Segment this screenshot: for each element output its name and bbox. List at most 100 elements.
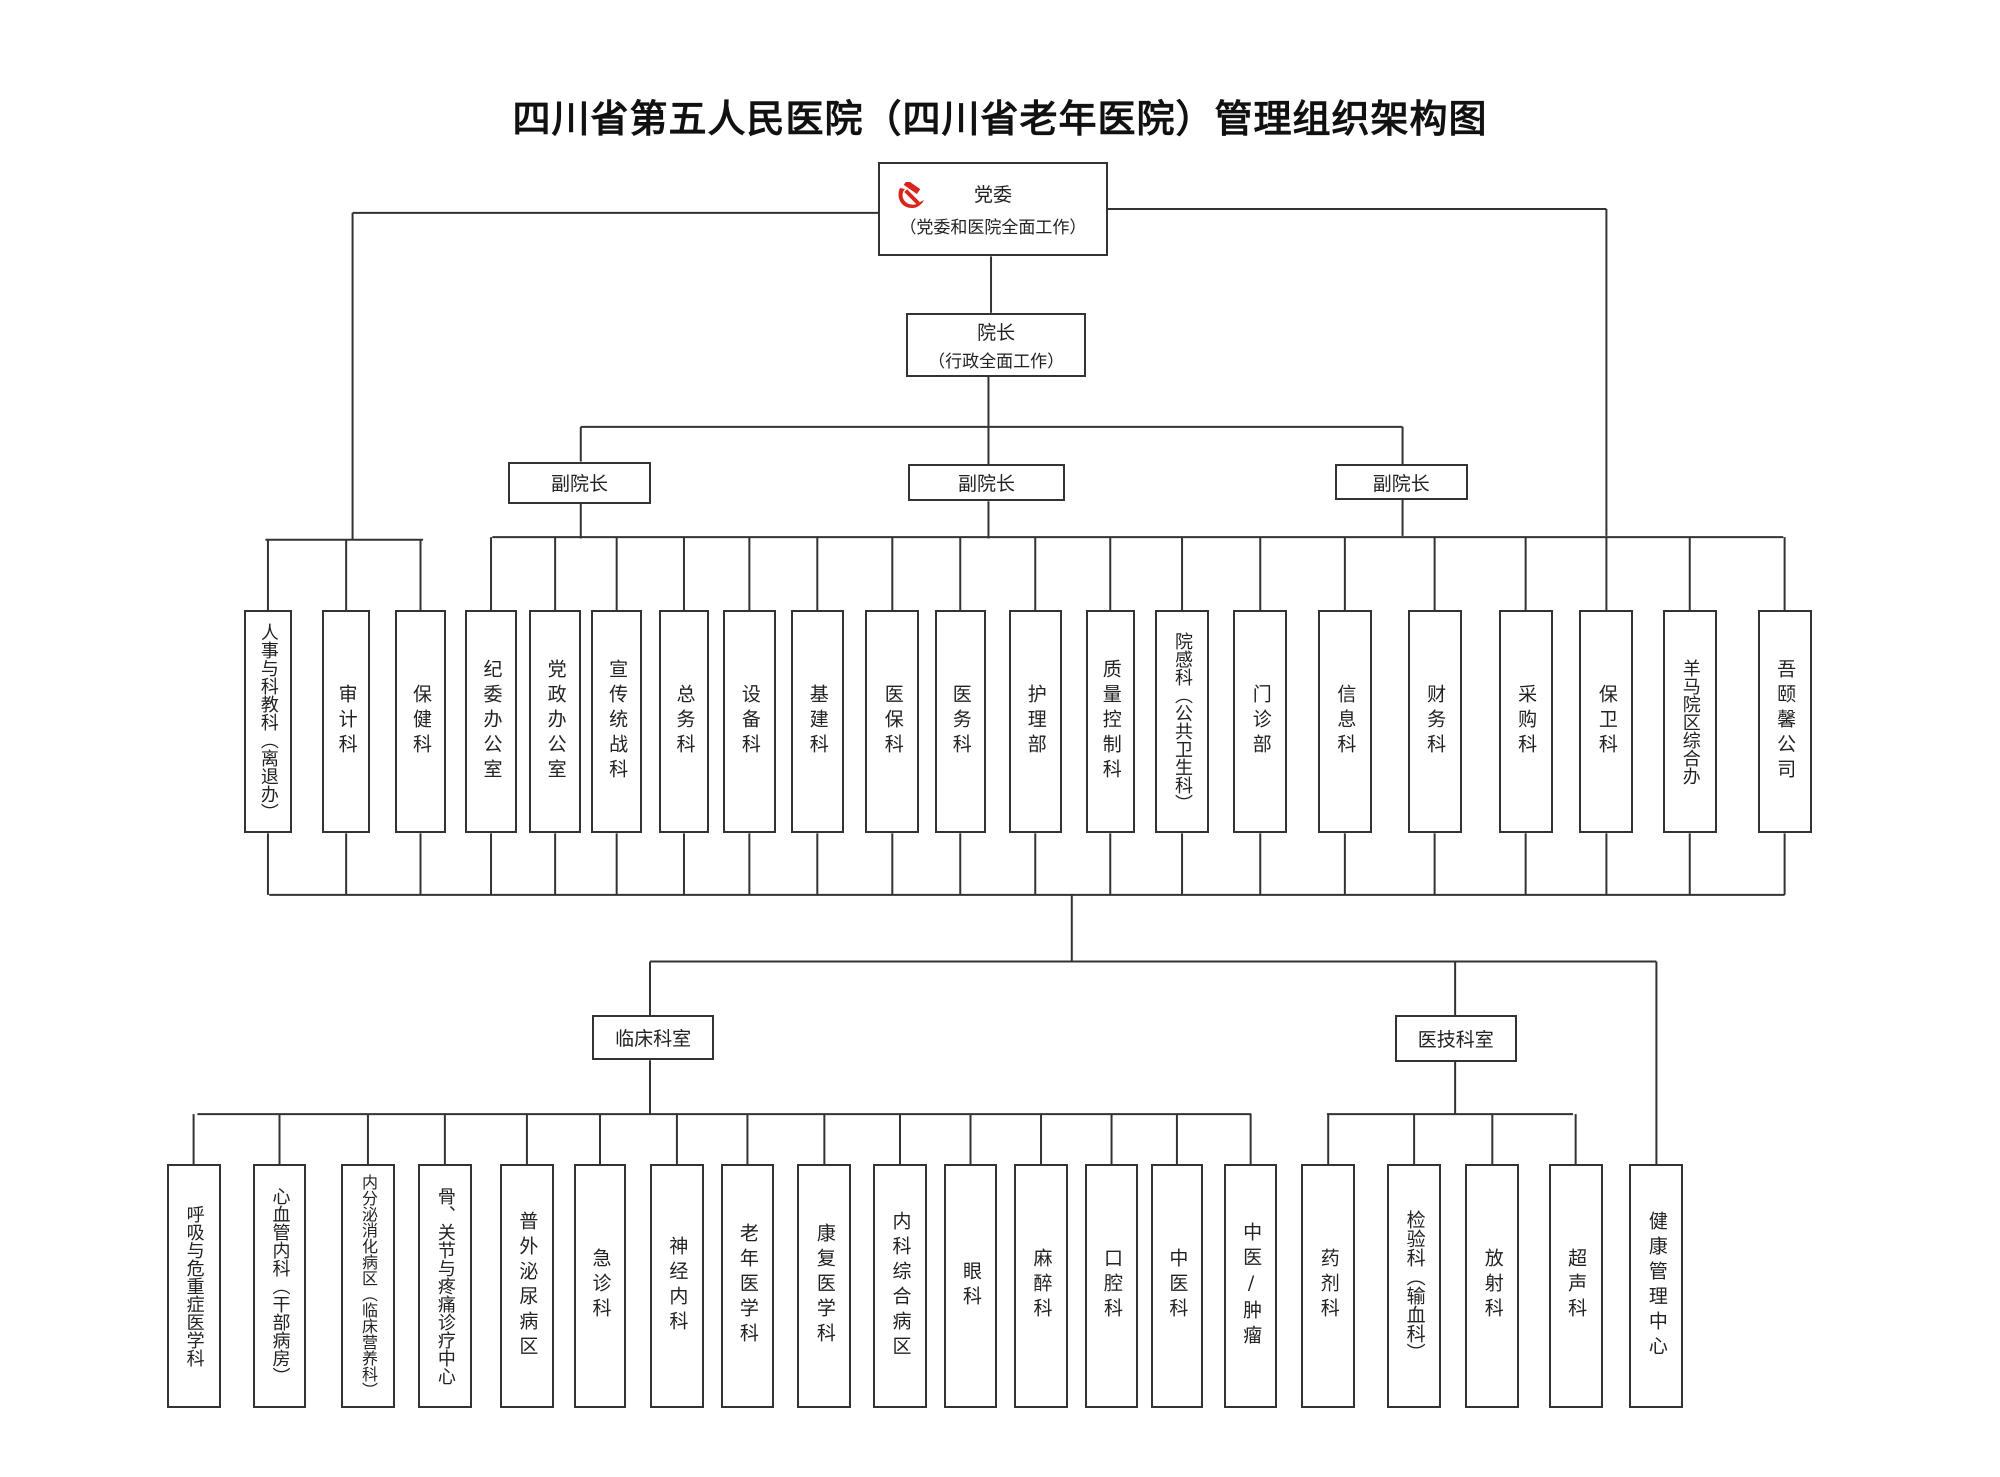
vice-president-node[interactable]: 副院长: [907, 464, 1066, 502]
clinical-department[interactable]: 中医/肿瘤: [1224, 1164, 1277, 1408]
clinical-department-label: 内分泌消化病区（临床营养科）: [358, 1173, 378, 1398]
functional-department-label: 设备科: [738, 684, 761, 760]
clinical-department-label: 神经内科: [666, 1235, 689, 1336]
health-management-center-label: 健康管理中心: [1645, 1210, 1668, 1361]
functional-department-label: 人事与科教科（离退办）: [257, 622, 279, 821]
clinical-department[interactable]: 骨、关节与疼痛诊疗中心: [417, 1164, 472, 1408]
clinical-department[interactable]: 心血管内科（干部病房）: [252, 1164, 307, 1408]
clinical-department[interactable]: 神经内科: [650, 1164, 704, 1408]
functional-department-label: 保健科: [410, 684, 432, 760]
clinical-department[interactable]: 中医科: [1151, 1164, 1203, 1408]
functional-department[interactable]: 院感科（公共卫生科）: [1155, 610, 1209, 834]
health-management-center[interactable]: 健康管理中心: [1629, 1164, 1684, 1408]
functional-department-label: 总务科: [673, 684, 696, 760]
functional-department[interactable]: 党政办公室: [529, 610, 581, 834]
functional-department-label: 门诊部: [1249, 684, 1272, 760]
functional-department[interactable]: 保健科: [394, 610, 447, 834]
president-node[interactable]: 院长 （行政全面工作）: [906, 312, 1086, 377]
clinical-department-label: 眼科: [960, 1260, 982, 1311]
medtech-department-label: 超声科: [1565, 1248, 1588, 1324]
functional-department[interactable]: 设备科: [723, 610, 776, 834]
medtech-department[interactable]: 超声科: [1548, 1164, 1603, 1408]
clinical-department-label: 中医/肿瘤: [1240, 1221, 1263, 1350]
functional-department[interactable]: 基建科: [791, 610, 844, 834]
clinical-department-label: 急诊科: [589, 1248, 612, 1324]
functional-department-label: 财务科: [1424, 684, 1447, 760]
clinical-department-label: 骨、关节与疼痛诊疗中心: [434, 1186, 456, 1385]
functional-department[interactable]: 宣传统战科: [591, 610, 643, 834]
clinical-department[interactable]: 口腔科: [1084, 1164, 1139, 1408]
functional-department-label: 党政办公室: [544, 659, 567, 785]
vice-president-node[interactable]: 副院长: [1334, 464, 1468, 500]
vice-president-node-label: 副院长: [1372, 472, 1430, 495]
clinical-department-label: 内科综合病区: [889, 1210, 912, 1361]
functional-department[interactable]: 门诊部: [1233, 610, 1288, 834]
clinical-department[interactable]: 急诊科: [574, 1164, 626, 1408]
functional-department[interactable]: 护理部: [1008, 610, 1062, 834]
medtech-department[interactable]: 放射科: [1465, 1164, 1520, 1408]
functional-department-label: 保卫科: [1595, 684, 1618, 760]
clinical-department[interactable]: 眼科: [943, 1164, 998, 1408]
medtech-department[interactable]: 药剂科: [1301, 1164, 1356, 1408]
medtech-department-label: 放射科: [1481, 1248, 1504, 1324]
functional-department-label: 信息科: [1334, 684, 1357, 760]
functional-department-label: 院感科（公共卫生科）: [1172, 631, 1194, 812]
functional-department[interactable]: 羊马院区综合办: [1662, 610, 1717, 834]
clinical-department[interactable]: 普外泌尿病区: [500, 1164, 554, 1408]
vice-president-node-label: 副院长: [958, 473, 1016, 496]
party-label: 党委: [973, 183, 1012, 206]
functional-department[interactable]: 财务科: [1407, 610, 1462, 834]
party-sub: （党委和医院全面工作）: [899, 217, 1087, 238]
functional-department-label: 医保科: [881, 684, 904, 760]
clinical-department-label: 麻醉科: [1030, 1248, 1053, 1324]
functional-department-label: 医务科: [949, 684, 972, 760]
medtech-departments-node-label: 医技科室: [1417, 1028, 1494, 1051]
functional-department[interactable]: 吾颐馨公司: [1757, 610, 1812, 834]
clinical-department[interactable]: 内科综合病区: [873, 1164, 927, 1408]
medtech-department-label: 检验科（输血科）: [1403, 1209, 1426, 1362]
clinical-department[interactable]: 康复医学科: [797, 1164, 852, 1408]
functional-department[interactable]: 医保科: [865, 610, 920, 834]
chart-title: 四川省第五人民医院（四川省老年医院）管理组织架构图: [512, 96, 1488, 141]
functional-department[interactable]: 保卫科: [1579, 610, 1634, 834]
functional-department[interactable]: 质量控制科: [1085, 610, 1135, 834]
functional-department[interactable]: 审计科: [321, 610, 371, 834]
medtech-departments-node[interactable]: 医技科室: [1394, 1015, 1517, 1062]
functional-department[interactable]: 总务科: [658, 610, 709, 834]
clinical-department-label: 心血管内科（干部病房）: [269, 1186, 291, 1385]
clinical-departments-node[interactable]: 临床科室: [592, 1015, 715, 1061]
medtech-department-label: 药剂科: [1317, 1248, 1340, 1324]
medtech-department[interactable]: 检验科（输血科）: [1387, 1164, 1442, 1408]
hammer-sickle-icon: [898, 181, 925, 208]
clinical-department-label: 口腔科: [1101, 1248, 1124, 1324]
functional-department-label: 审计科: [335, 684, 358, 760]
clinical-department-label: 康复医学科: [813, 1223, 836, 1349]
clinical-department[interactable]: 老年医学科: [720, 1164, 775, 1408]
vice-president-node[interactable]: 副院长: [507, 461, 652, 504]
functional-department-label: 纪委办公室: [480, 659, 503, 785]
functional-department[interactable]: 信息科: [1317, 610, 1372, 834]
clinical-department[interactable]: 内分泌消化病区（临床营养科）: [341, 1164, 395, 1408]
clinical-department[interactable]: 呼吸与危重症医学科: [166, 1164, 221, 1408]
functional-department-label: 宣传统战科: [606, 659, 629, 785]
clinical-department[interactable]: 麻醉科: [1014, 1164, 1068, 1408]
vice-president-node-label: 副院长: [550, 473, 608, 496]
clinical-departments-node-label: 临床科室: [615, 1028, 692, 1051]
functional-department[interactable]: 人事与科教科（离退办）: [243, 610, 293, 834]
party-committee-node[interactable]: 党委 （党委和医院全面工作）: [878, 161, 1108, 257]
functional-department-label: 采购科: [1515, 684, 1538, 760]
clinical-department-label: 普外泌尿病区: [516, 1210, 539, 1361]
functional-department-label: 质量控制科: [1099, 659, 1122, 785]
clinical-department-label: 呼吸与危重症医学科: [183, 1204, 205, 1367]
functional-department-label: 羊马院区综合办: [1679, 658, 1701, 785]
functional-department[interactable]: 纪委办公室: [465, 610, 517, 834]
president-label: 院长: [977, 321, 1016, 344]
functional-department-label: 基建科: [806, 684, 829, 760]
functional-department[interactable]: 医务科: [934, 610, 986, 834]
functional-department[interactable]: 采购科: [1498, 610, 1553, 834]
clinical-department-label: 老年医学科: [736, 1223, 759, 1349]
president-sub: （行政全面工作）: [928, 351, 1065, 372]
clinical-department-label: 中医科: [1166, 1248, 1189, 1324]
